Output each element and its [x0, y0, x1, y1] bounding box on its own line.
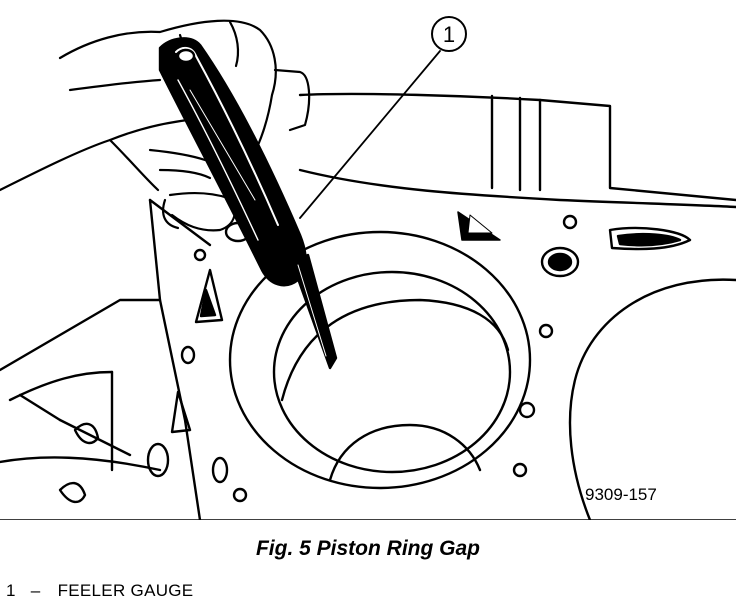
cylinder-bore: [228, 230, 532, 490]
feeler-gauge-tool: [158, 37, 338, 370]
engine-block-illustration: 1 9309-157: [0, 16, 736, 520]
legend: 1 – FEELER GAUGE: [6, 581, 193, 601]
legend-item-separator: –: [30, 581, 41, 600]
adjacent-cylinder-bore: [568, 278, 736, 520]
deck-passages: [58, 211, 692, 504]
callout-number: 1: [443, 22, 455, 47]
legend-item-number: 1: [6, 581, 16, 600]
legend-item-label: FEELER GAUGE: [57, 581, 194, 600]
callout-1: 1: [299, 16, 467, 219]
figure-code: 9309-157: [585, 485, 657, 504]
cylinder-block-deck: [0, 92, 736, 520]
callout-leader-line: [299, 50, 441, 219]
callout-circle: [431, 16, 467, 52]
figure-caption: Fig. 5 Piston Ring Gap: [255, 537, 480, 560]
